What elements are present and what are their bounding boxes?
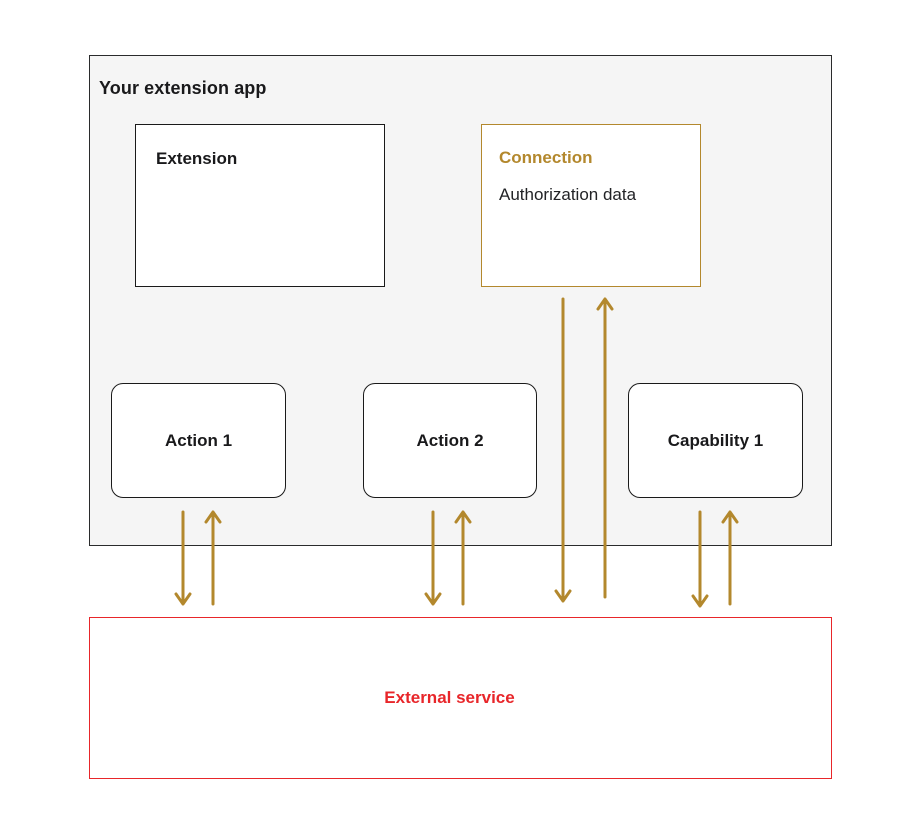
external-service-box: External service: [89, 617, 832, 779]
action1-label: Action 1: [164, 430, 233, 450]
extension-box: Extension: [135, 124, 385, 287]
connection-description: Authorization data: [499, 185, 637, 204]
extension-app-panel: Your extension app Extension Connection …: [89, 55, 832, 546]
capability1-label: Capability 1: [667, 430, 764, 450]
external-service-label: External service: [384, 688, 515, 707]
connection-label: Connection: [499, 148, 593, 167]
capability1-box: Capability 1: [628, 383, 803, 498]
action1-box: Action 1: [111, 383, 286, 498]
panel-title: Your extension app: [99, 78, 267, 98]
action2-label: Action 2: [416, 430, 484, 450]
extension-label: Extension: [156, 149, 238, 168]
action2-box: Action 2: [363, 383, 537, 498]
connection-box: Connection Authorization data: [481, 124, 701, 287]
